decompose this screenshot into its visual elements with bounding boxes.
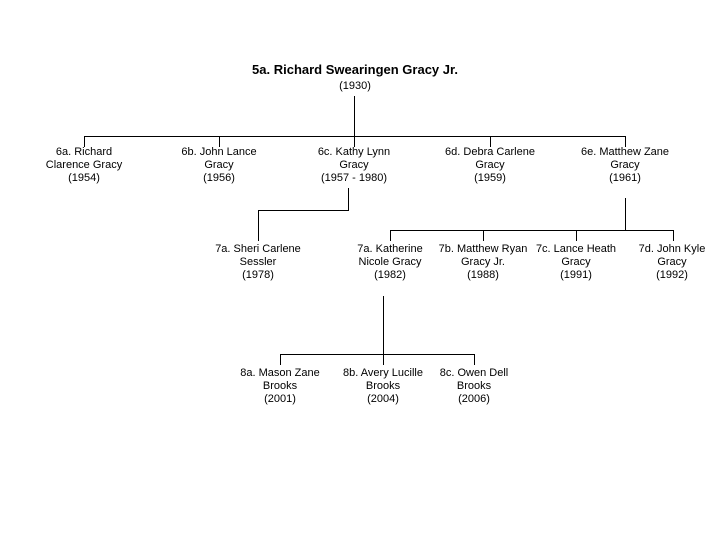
node-7d-line1: 7d. John Kyle — [638, 243, 706, 255]
node-8b-line2: Brooks — [365, 380, 401, 392]
node-6d-line1: 6d. Debra Carlene — [445, 146, 535, 158]
node-7a-gracy-year: (1982) — [374, 269, 406, 281]
node-8b-year: (2004) — [367, 393, 399, 405]
node-8c-line1: 8c. Owen Dell — [439, 367, 509, 379]
connector-drop-6a — [84, 136, 85, 147]
node-8a-line2: Brooks — [262, 380, 298, 392]
node-6c-year: (1957 - 1980) — [320, 172, 388, 184]
node-7c-line1: 7c. Lance Heath — [535, 243, 617, 255]
connector-6c-stem — [348, 188, 349, 210]
node-6c-line1: 6c. Kathy Lynn — [317, 146, 391, 158]
node-6e-year: (1961) — [609, 172, 641, 184]
node-6e-line1: 6e. Matthew Zane — [580, 146, 670, 158]
connector-drop-6b — [219, 136, 220, 147]
node-7a-sessler-line1: 7a. Sheri Carlene — [215, 243, 301, 255]
node-7b-year: (1988) — [467, 269, 499, 281]
node-6a-line2: Clarence Gracy — [45, 159, 123, 171]
node-8a: 8a. Mason Zane Brooks (2001) — [224, 367, 336, 406]
connector-root-stem — [354, 96, 355, 136]
connector-drop-8b — [383, 354, 384, 365]
node-8b-line1: 8b. Avery Lucille — [343, 367, 423, 379]
connector-drop-7a-sessler — [258, 210, 259, 241]
node-8c-year: (2006) — [458, 393, 490, 405]
node-7b: 7b. Matthew Ryan Gracy Jr. (1988) — [425, 243, 541, 282]
node-7d-year: (1992) — [656, 269, 688, 281]
node-7c: 7c. Lance Heath Gracy (1991) — [521, 243, 631, 282]
connector-drop-7d — [673, 230, 674, 241]
node-7a-sessler-year: (1978) — [242, 269, 274, 281]
node-6a-line1: 6a. Richard — [55, 146, 113, 158]
node-6d: 6d. Debra Carlene Gracy (1959) — [425, 146, 555, 185]
connector-6c-bus — [258, 210, 349, 211]
connector-6e-stem — [625, 198, 626, 230]
connector-drop-8c — [474, 354, 475, 365]
node-6a-year: (1954) — [68, 172, 100, 184]
node-8b: 8b. Avery Lucille Brooks (2004) — [325, 367, 441, 406]
node-7c-year: (1991) — [560, 269, 592, 281]
node-7a-gracy-line2: Nicole Gracy — [358, 256, 422, 268]
node-6e: 6e. Matthew Zane Gracy (1961) — [560, 146, 690, 185]
connector-7a-sessler-stem — [383, 296, 384, 354]
node-7d: 7d. John Kyle Gracy (1992) — [622, 243, 720, 282]
node-6a: 6a. Richard Clarence Gracy (1954) — [19, 146, 149, 185]
node-8a-line1: 8a. Mason Zane — [240, 367, 320, 379]
node-7a-gracy-line1: 7a. Katherine — [357, 243, 423, 255]
connector-drop-6d — [490, 136, 491, 147]
node-6c: 6c. Kathy Lynn Gracy (1957 - 1980) — [289, 146, 419, 185]
connector-drop-7c — [576, 230, 577, 241]
node-6b: 6b. John Lance Gracy (1956) — [154, 146, 284, 185]
node-7d-line2: Gracy — [657, 256, 687, 268]
root-node-year: (1930) — [339, 80, 371, 92]
node-6e-line2: Gracy — [610, 159, 640, 171]
node-6b-year: (1956) — [203, 172, 235, 184]
connector-drop-7a-gracy — [390, 230, 391, 241]
node-6b-line1: 6b. John Lance — [181, 146, 257, 158]
node-7a-gracy: 7a. Katherine Nicole Gracy (1982) — [334, 243, 446, 282]
node-7b-line2: Gracy Jr. — [460, 256, 505, 268]
connector-gen6-bus — [84, 136, 626, 137]
node-6d-year: (1959) — [474, 172, 506, 184]
connector-drop-6c — [354, 136, 355, 147]
connector-drop-8a — [280, 354, 281, 365]
connector-gen8-bus — [280, 354, 475, 355]
node-6c-line2: Gracy — [339, 159, 369, 171]
node-6b-line2: Gracy — [204, 159, 234, 171]
root-node-name: 5a. Richard Swearingen Gracy Jr. — [252, 62, 458, 77]
connector-drop-7b — [483, 230, 484, 241]
node-8c-line2: Brooks — [456, 380, 492, 392]
node-6d-line2: Gracy — [475, 159, 505, 171]
node-7c-line2: Gracy — [561, 256, 591, 268]
connector-drop-6e — [625, 136, 626, 147]
node-7a-sessler: 7a. Sheri Carlene Sessler (1978) — [198, 243, 318, 282]
node-7b-line1: 7b. Matthew Ryan — [438, 243, 528, 255]
node-7a-sessler-line2: Sessler — [239, 256, 277, 268]
node-8a-year: (2001) — [264, 393, 296, 405]
connector-gen7-bus — [390, 230, 674, 231]
node-8c: 8c. Owen Dell Brooks (2006) — [422, 367, 526, 406]
